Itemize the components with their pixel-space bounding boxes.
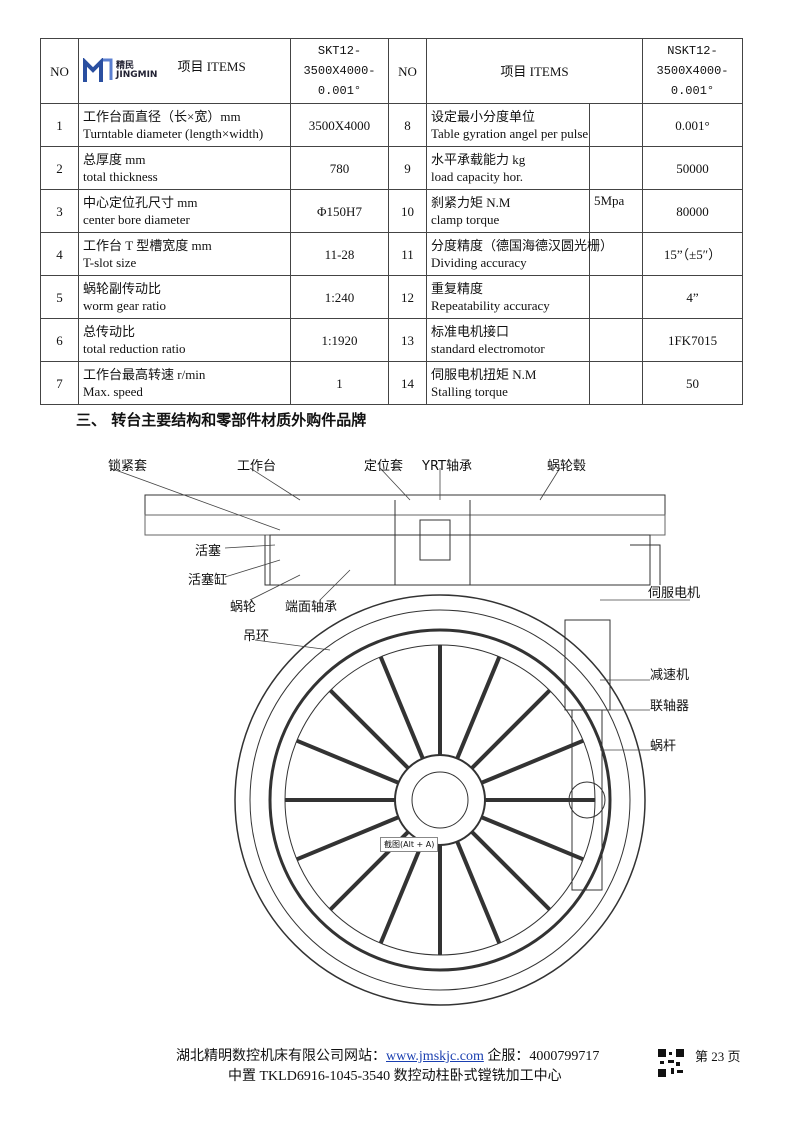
label-reducer: 减速机 <box>650 668 690 683</box>
spoke <box>296 815 400 862</box>
row-value: 1:240 <box>290 275 389 319</box>
qr-code-icon <box>657 1048 685 1078</box>
label-worm: 蜗杆 <box>650 739 677 754</box>
row-condition <box>588 361 644 405</box>
row-no-2: 14 <box>388 361 427 405</box>
spoke <box>455 656 502 760</box>
label-yrt: YRT轴承 <box>422 459 472 474</box>
row-no-2: 11 <box>388 232 427 276</box>
spoke <box>378 656 425 760</box>
label-worm-wheel: 蜗轮 <box>230 600 257 615</box>
header-model-right: NSKT12-3500X4000-0.001° <box>642 38 744 104</box>
label-servo: 伺服电机 <box>648 586 701 601</box>
label-locator: 定位套 <box>364 459 404 474</box>
row-value: 11-28 <box>290 232 389 276</box>
row-condition: 5Mpa <box>588 189 644 233</box>
footer-line-1: 湖北精明数控机床有限公司网站：www.jmskjc.com 企服：4000799… <box>176 1049 600 1064</box>
row-condition <box>588 275 644 319</box>
row-no-2: 13 <box>388 318 427 362</box>
row-condition <box>588 103 644 147</box>
row-no: 4 <box>40 232 79 276</box>
row-no: 3 <box>40 189 79 233</box>
screenshot-tooltip: 截图(Alt + A) <box>380 837 439 852</box>
row-value: 3500X4000 <box>290 103 389 147</box>
spoke <box>455 840 502 944</box>
row-no-2: 10 <box>388 189 427 233</box>
footer-line-2: 中置 TKLD6916-1045-3540 数控动柱卧式镗铣加工中心 <box>228 1069 562 1084</box>
label-cylinder: 活塞缸 <box>188 573 228 588</box>
row-no-2: 12 <box>388 275 427 319</box>
row-condition <box>588 146 644 190</box>
row-no: 5 <box>40 275 79 319</box>
spoke <box>378 840 425 944</box>
row-value-2: 50000 <box>642 146 744 190</box>
row-value-2: 80000 <box>642 189 744 233</box>
spoke <box>470 688 552 770</box>
spoke <box>328 688 410 770</box>
row-item-2: 分度精度（德国海德汉圆光栅）Dividing accuracy <box>426 232 613 276</box>
label-coupling: 联轴器 <box>650 699 690 714</box>
label-piston: 活塞 <box>195 544 222 559</box>
row-no-2: 8 <box>388 103 427 147</box>
website-link[interactable]: www.jmskjc.com <box>386 1049 484 1064</box>
label-worktable: 工作台 <box>237 459 277 474</box>
row-value: 1 <box>290 361 389 405</box>
row-no: 1 <box>40 103 79 147</box>
spoke <box>480 738 584 785</box>
row-no-2: 9 <box>388 146 427 190</box>
row-value-2: 15”（±5″） <box>642 232 744 276</box>
row-value-2: 0.001° <box>642 103 744 147</box>
row-value: 780 <box>290 146 389 190</box>
label-face-bearing: 端面轴承 <box>285 600 338 615</box>
row-value: Φ150H7 <box>290 189 389 233</box>
section-title: 三、 转台主要结构和零部件材质外购件品牌 <box>76 411 367 429</box>
row-value: 1:1920 <box>290 318 389 362</box>
spoke <box>296 738 400 785</box>
row-condition <box>588 232 644 276</box>
row-no: 6 <box>40 318 79 362</box>
row-no: 2 <box>40 146 79 190</box>
label-hub: 蜗轮毂 <box>547 459 587 474</box>
header-model-left: SKT12-3500X4000-0.001° <box>290 38 389 104</box>
spoke <box>480 815 584 862</box>
header-no-2: NO <box>388 38 427 104</box>
header-no: NO <box>40 38 79 104</box>
page-number: 第 23 页 <box>695 1049 741 1064</box>
turntable-drawing <box>109 467 690 1006</box>
label-lock-sleeve: 锁紧套 <box>108 459 148 474</box>
row-value-2: 1FK7015 <box>642 318 744 362</box>
label-ring: 吊环 <box>243 629 270 644</box>
row-no: 7 <box>40 361 79 405</box>
row-value-2: 50 <box>642 361 744 405</box>
header-items-2: 项目 ITEMS <box>425 38 644 104</box>
spoke <box>470 830 552 912</box>
row-value-2: 4” <box>642 275 744 319</box>
row-condition <box>588 318 644 362</box>
